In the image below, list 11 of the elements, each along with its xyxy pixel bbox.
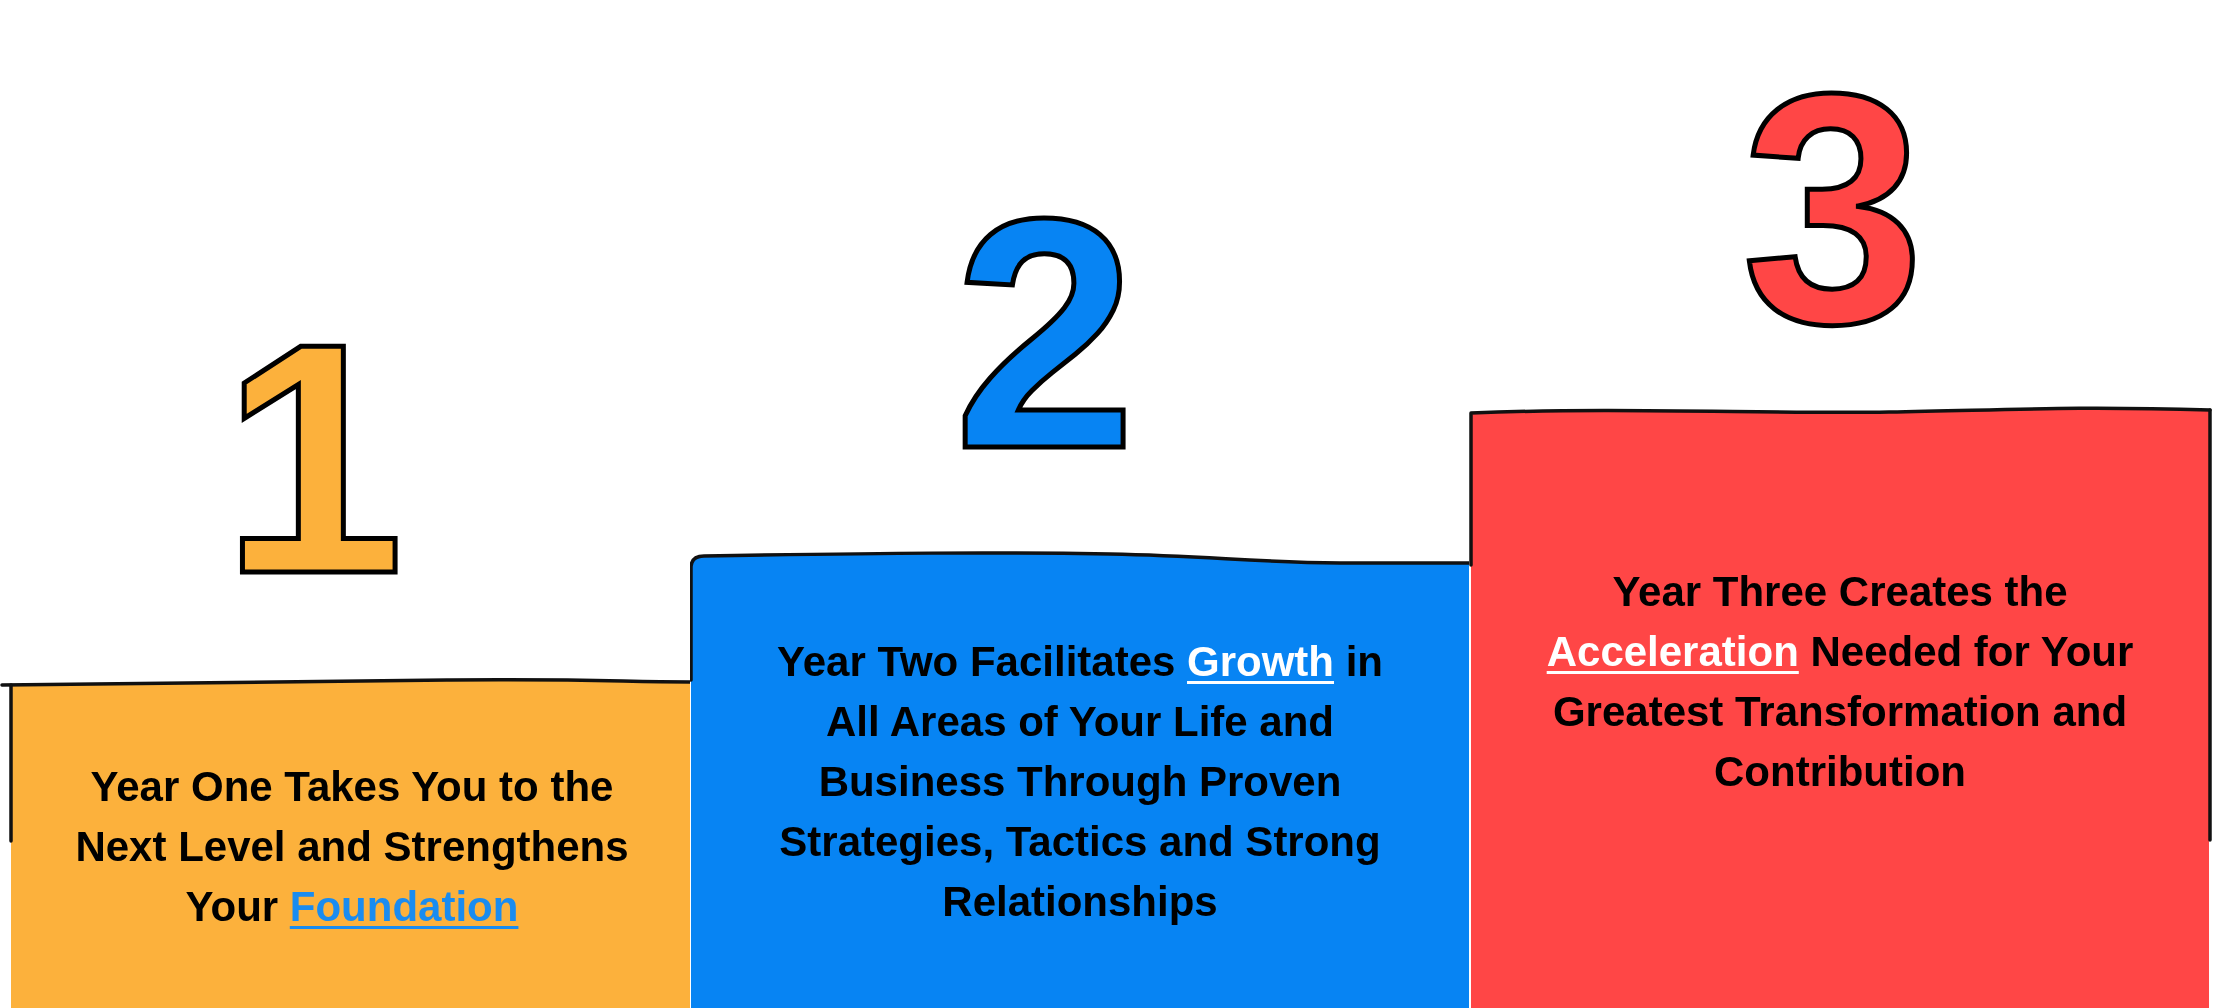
podium-step	[690, 548, 1469, 1008]
step-number: 1	[221, 328, 405, 591]
podium-step	[0, 676, 690, 1008]
text-link: Foundation	[289, 883, 519, 930]
step-number: 2	[953, 203, 1137, 466]
text-link: Acceleration	[1546, 628, 1799, 675]
text-link: Growth	[1187, 638, 1334, 685]
step-description: Year Two Facilitates Growth in All Areas of Your Life and Business Through Proven Strategies, Tactics and Strong Relationships	[775, 637, 1384, 927]
step-description: Year One Takes You to the Next Level and Strengthens Your Foundation	[74, 762, 630, 932]
step-number: 3	[1741, 78, 1925, 341]
step-description: Year Three Creates the Acceleration Needed for Your Greatest Transformation and Contribution	[1545, 567, 2135, 797]
